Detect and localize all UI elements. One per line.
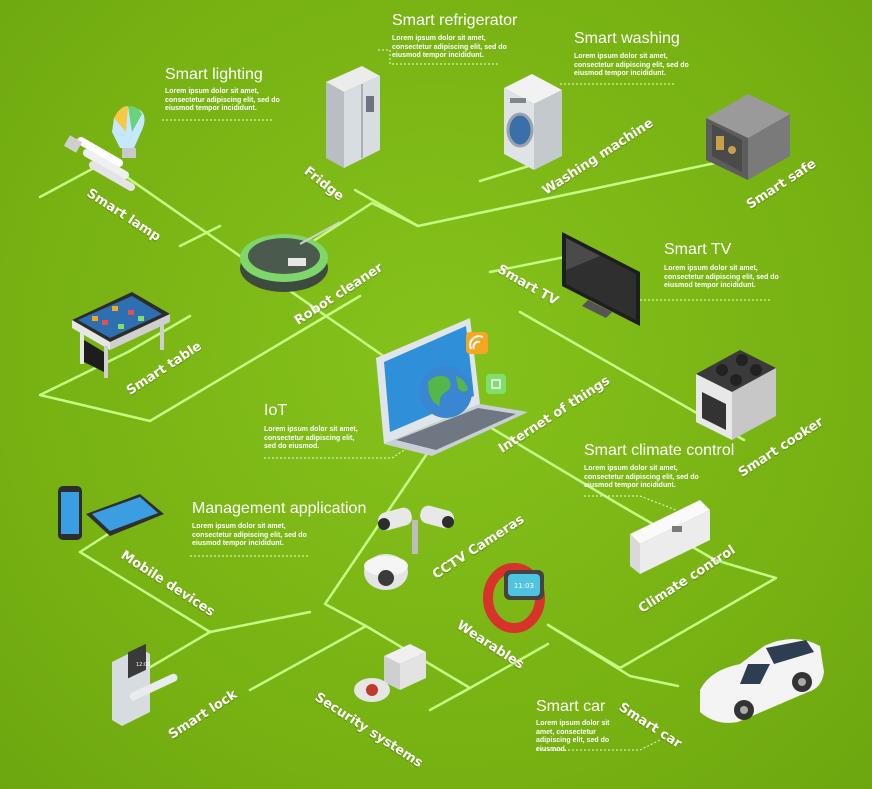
smart-lighting-description: Lorem ipsum dolor sit amet, consectetur …: [165, 88, 280, 112]
smart-tv-icon: [562, 232, 640, 326]
smart-lock-icon: 12:00: [112, 643, 178, 726]
smart-washing-description: Lorem ipsum dolor sit amet, consectetur …: [574, 53, 689, 77]
smart-table-icon: [72, 292, 170, 378]
smart-car-icon: [700, 639, 824, 723]
fridge-icon: [326, 66, 380, 168]
smart-safe-icon: [706, 94, 790, 180]
smart-tv-description: Lorem ipsum dolor sit amet, consectetur …: [664, 265, 779, 289]
wearables-icon: 11:03: [483, 563, 545, 633]
climate-control-icon: [630, 500, 710, 574]
cctv-cameras-icon: [364, 505, 454, 590]
watch-time: 11:03: [514, 582, 534, 590]
management-application-description: Lorem ipsum dolor sit amet, consectetur …: [192, 523, 307, 547]
smart-refrigerator-description: Lorem ipsum dolor sit amet, consectetur …: [392, 35, 507, 59]
washing-machine-icon: [504, 74, 562, 170]
management-application-title: Management application: [192, 500, 367, 517]
smart-car-title: Smart car: [536, 698, 606, 715]
security-systems-icon: [354, 644, 426, 702]
lock-time: 12:00: [136, 662, 150, 668]
laptop-globe-icon: [376, 318, 528, 456]
smart-washing-title: Smart washing: [574, 30, 680, 47]
smart-lamp-icon: [63, 106, 145, 191]
smart-car-description: Lorem ipsum dolor sit amet, consectetur …: [536, 720, 610, 753]
iot-description: Lorem ipsum dolor sit amet, consectetur …: [264, 426, 358, 450]
smart-lighting-title: Smart lighting: [165, 66, 263, 83]
smart-climate-control-title: Smart climate control: [584, 442, 735, 459]
iot-title: IoT: [264, 402, 288, 419]
robot-cleaner-icon: [240, 221, 341, 292]
smart-refrigerator-title: Smart refrigerator: [392, 12, 518, 29]
smart-tv-title: Smart TV: [664, 241, 732, 258]
smart-cooker-icon: [696, 350, 776, 440]
mobile-devices-icon: [58, 486, 164, 540]
smart-climate-control-description: Lorem ipsum dolor sit amet, consectetur …: [584, 465, 699, 489]
